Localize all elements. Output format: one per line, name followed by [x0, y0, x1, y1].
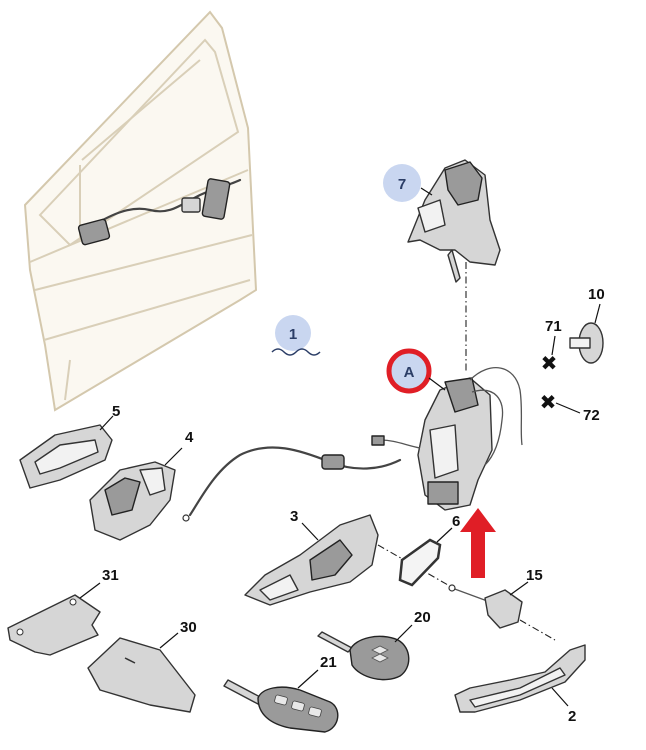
label-72: 72 — [583, 407, 600, 424]
label-5: 5 — [112, 403, 120, 420]
callout-bubble-1: 1 — [271, 315, 321, 356]
callout-bubble-7: 7 — [383, 164, 433, 202]
cross-marker-icon: ✖ — [541, 353, 558, 375]
part-10-striker — [569, 303, 604, 364]
part-2-outer-handle — [454, 644, 586, 713]
part-31-foam-pad — [7, 582, 101, 656]
wave-icon — [271, 348, 321, 356]
alignment-line-3 — [519, 619, 556, 641]
label-4: 4 — [185, 429, 194, 446]
cross-marker-icon: ✖ — [540, 392, 557, 414]
callout-bubble-A: A — [386, 348, 446, 394]
callout-label-A: A — [404, 364, 415, 381]
up-arrow-icon — [460, 508, 496, 578]
label-71: 71 — [545, 318, 562, 335]
part-6-gasket — [398, 527, 453, 587]
part-20-key — [317, 624, 413, 681]
part-5-handle-bezel — [19, 415, 114, 489]
door-lock-assembly — [371, 367, 523, 511]
part-72-fixing: ✖ — [540, 392, 581, 414]
part-3-handle-bracket — [244, 514, 379, 606]
label-15: 15 — [526, 567, 543, 584]
release-cable — [182, 446, 402, 522]
label-3: 3 — [290, 508, 298, 525]
callout-label-7: 7 — [398, 176, 406, 193]
label-2: 2 — [568, 708, 576, 725]
callout-label-1: 1 — [289, 326, 297, 343]
label-10: 10 — [588, 286, 605, 303]
door-panel — [23, 10, 258, 412]
part-71-fixing: ✖ — [541, 335, 558, 375]
label-6: 6 — [452, 513, 460, 530]
part-7-lock-cover — [407, 159, 501, 283]
label-20: 20 — [414, 609, 431, 626]
part-15-lock-cylinder — [448, 581, 529, 629]
label-30: 30 — [180, 619, 197, 636]
label-31: 31 — [102, 567, 119, 584]
part-30-foam-pad — [87, 632, 196, 713]
part-21-remote-key — [223, 669, 339, 733]
label-21: 21 — [320, 654, 337, 671]
part-4-handle-mechanism — [89, 447, 183, 541]
